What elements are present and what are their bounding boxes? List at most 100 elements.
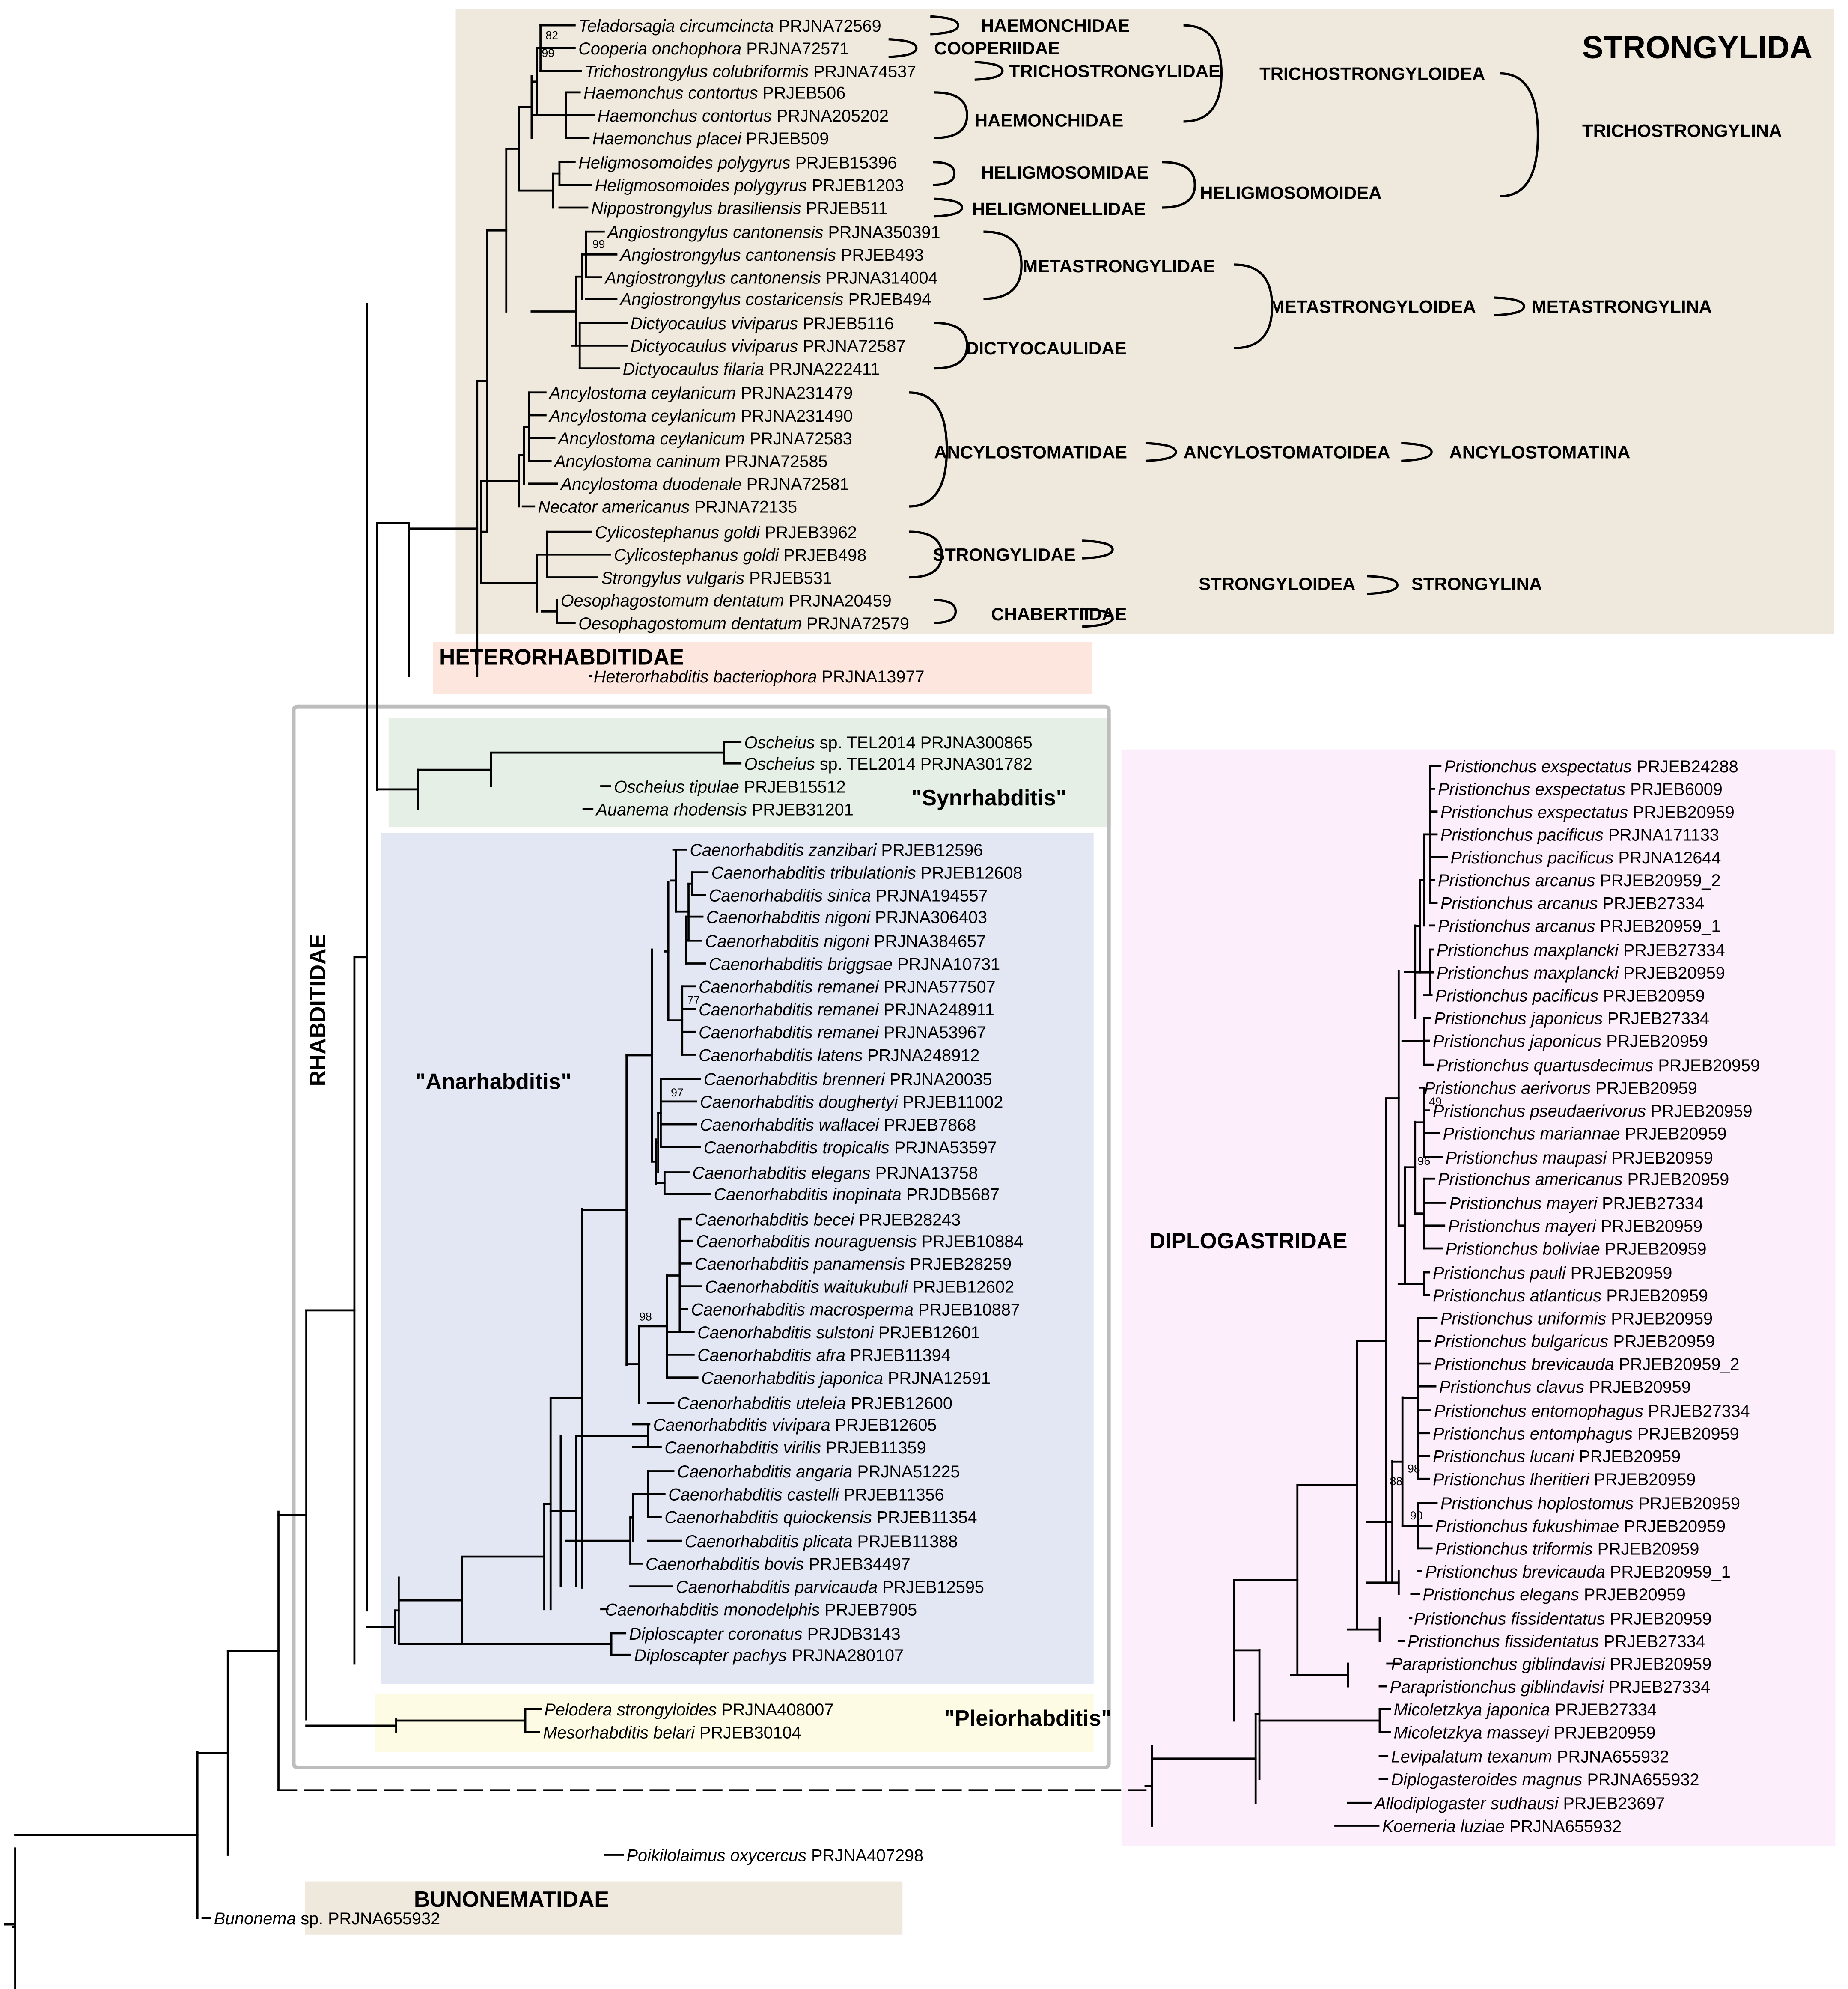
taxon-accession: PRJEB27334: [1604, 1678, 1710, 1697]
taxon-label: Heligmosomoides polygyrus PRJEB15396: [578, 153, 897, 172]
taxon-accession: PRJNA53967: [879, 1023, 986, 1042]
taxon-species: Parapristionchus giblindavisi: [1390, 1678, 1604, 1697]
taxon-species: Pristionchus fissidentatus: [1414, 1609, 1605, 1628]
taxon-species: Dictyocaulus filaria: [623, 360, 764, 378]
taxon-species: Caenorhabditis tribulationis: [711, 863, 916, 882]
taxon-species: Caenorhabditis remanei: [699, 1023, 879, 1042]
taxon-label: Pristionchus fukushimae PRJEB20959: [1435, 1517, 1726, 1536]
taxon-accession: PRJNA10731: [893, 955, 1000, 974]
taxon-accession: PRJEB28243: [854, 1211, 961, 1230]
taxon-label: Dictyocaulus filaria PRJNA222411: [623, 360, 880, 378]
group-label: "Synrhabditis": [911, 785, 1066, 810]
taxon-species: Dictyocaulus viviparus: [631, 314, 798, 333]
taxon-accession: PRJEB15512: [739, 777, 846, 796]
taxon-label: Pristionchus mayeri PRJEB20959: [1448, 1217, 1702, 1236]
taxon-label: Pristionchus atlanticus PRJEB20959: [1433, 1286, 1708, 1305]
taxon-label: Caenorhabditis nigoni PRJNA384657: [705, 932, 986, 951]
taxon-label: Pristionchus japonicus PRJEB27334: [1434, 1009, 1709, 1028]
taxon-accession: PRJEB20959: [1574, 1447, 1681, 1466]
taxon-accession: PRJEB20959: [1605, 1609, 1712, 1628]
taxon-accession: PRJNA72581: [742, 475, 849, 494]
taxon-accession: PRJNA20459: [784, 592, 892, 610]
taxon-label: Caenorhabditis tropicalis PRJNA53597: [704, 1138, 997, 1157]
taxon-accession: PRJNA350391: [823, 223, 940, 242]
taxon-accession: PRJNA12591: [883, 1369, 991, 1388]
taxon-label: Caenorhabditis uteleia PRJEB12600: [677, 1394, 952, 1413]
taxonomy-bracket: [934, 197, 963, 218]
taxon-label: Pristionchus arcanus PRJEB20959_1: [1438, 917, 1720, 936]
taxon-species: Oscheius tipulae: [614, 777, 739, 796]
taxon-label: Poikilolaimus oxycercus PRJNA407298: [627, 1846, 923, 1865]
taxon-label: Pristionchus pseudaerivorus PRJEB20959: [1433, 1102, 1752, 1120]
taxon-species: Diplogasteroides magnus: [1391, 1770, 1583, 1789]
annotation-labels: HAEMONCHIDAECOOPERIIDAETRICHOSTRONGYLIDA…: [305, 15, 1812, 1912]
taxonomy-bracket: [933, 161, 956, 186]
taxon-label: Oesophagostomum dentatum PRJNA72579: [578, 614, 909, 633]
taxon-species: Pristionchus arcanus: [1440, 894, 1598, 913]
taxon-accession: PRJNA408007: [717, 1700, 833, 1719]
taxon-accession: PRJEB20959: [1600, 1240, 1707, 1259]
taxon-species: Caenorhabditis panamensis: [695, 1255, 905, 1274]
taxon-species: Cooperia onchophora: [578, 39, 741, 58]
taxon-accession: PRJNA577507: [879, 978, 996, 997]
taxon-species: Oesophagostomum dentatum: [578, 614, 802, 633]
taxon-label: Haemonchus contortus PRJEB506: [583, 84, 845, 103]
taxon-accession: PRJEB12600: [846, 1394, 952, 1413]
taxon-accession: PRJNA13977: [817, 667, 925, 686]
taxon-accession: PRJEB20959: [1620, 1125, 1727, 1143]
support-value: 90: [1410, 1509, 1423, 1522]
taxon-qualifier: sp. TEL2014: [815, 733, 916, 752]
taxon-label: Teladorsagia circumcincta PRJNA72569: [578, 17, 881, 36]
taxon-species: Caenorhabditis latens: [699, 1046, 863, 1065]
taxon-label: Oscheius tipulae PRJEB15512: [614, 777, 846, 796]
taxon-accession: PRJEB30104: [695, 1723, 801, 1742]
taxon-label: Koerneria luziae PRJNA655932: [1382, 1817, 1622, 1836]
taxon-species: Heligmosomoides polygyrus: [595, 176, 807, 195]
taxon-species: Pristionchus arcanus: [1438, 871, 1595, 890]
tree-branches: [4, 24, 1448, 1989]
taxon-accession: PRJEB27334: [1619, 941, 1725, 960]
taxon-accession: PRJEB493: [836, 246, 924, 265]
taxon-accession: PRJNA72585: [720, 452, 828, 471]
taxon-accession: PRJEB20959: [1646, 1102, 1753, 1120]
taxon-label: Caenorhabditis sulstoni PRJEB12601: [697, 1323, 980, 1342]
taxon-label: Caenorhabditis parvicauda PRJEB12595: [676, 1578, 984, 1596]
taxon-accession: PRJNA222411: [764, 360, 880, 378]
taxon-species: Auanema rhodensis: [595, 801, 747, 819]
taxonomy-bracket: [1234, 263, 1274, 349]
taxonomy-bracket: [1183, 24, 1223, 123]
taxon-label: Pristionchus pacificus PRJNA171133: [1440, 826, 1719, 845]
support-value: 99: [542, 47, 555, 60]
group-label: ANCYLOSTOMATIDAE: [934, 442, 1127, 462]
taxon-accession: PRJEB11002: [898, 1093, 1003, 1112]
taxon-accession: PRJNA314004: [821, 268, 938, 287]
taxon-species: Teladorsagia circumcincta: [578, 17, 774, 36]
rhabditidae-frame: [292, 704, 1111, 1769]
group-label: HELIGMOSOMOIDEA: [1200, 182, 1381, 202]
taxon-label: Micoletzkya masseyi PRJEB20959: [1393, 1723, 1655, 1742]
group-label: HAEMONCHIDAE: [981, 15, 1130, 36]
taxon-accession: PRJEB20959_1: [1595, 917, 1721, 936]
taxon-label: Haemonchus placei PRJEB509: [592, 129, 829, 148]
taxon-label: Pristionchus uniformis PRJEB20959: [1440, 1309, 1713, 1328]
taxon-accession: PRJNA248912: [863, 1046, 979, 1065]
group-label: HELIGMOSOMIDAE: [981, 162, 1149, 182]
taxon-label: Heterorhabditis bacteriophora PRJNA13977: [594, 667, 925, 686]
taxon-accession: PRJEB20959_2: [1595, 871, 1721, 890]
taxon-label: Ancylostoma duodenale PRJNA72581: [560, 475, 849, 494]
taxon-species: Caenorhabditis plicata: [685, 1532, 853, 1551]
taxon-species: Pristionchus hoplostomus: [1440, 1494, 1634, 1513]
taxon-accession: PRJEB6009: [1625, 780, 1723, 799]
taxon-label: Necator americanus PRJNA72135: [538, 498, 797, 517]
group-label: METASTRONGYLINA: [1532, 296, 1712, 316]
taxon-species: Ancylostoma ceylanicum: [548, 407, 736, 426]
taxon-species: Caenorhabditis wallacei: [700, 1116, 880, 1134]
group-label: COOPERIIDAE: [934, 38, 1060, 58]
taxon-species: Caenorhabditis brenneri: [704, 1070, 885, 1089]
taxon-species: Angiostrongylus costaricensis: [619, 290, 844, 309]
taxon-species: Pristionchus maupasi: [1446, 1149, 1607, 1167]
taxon-species: Pristionchus bulgaricus: [1434, 1332, 1608, 1351]
taxon-label: Pristionchus maxplancki PRJEB27334: [1437, 941, 1725, 960]
taxon-accession: PRJNA171133: [1604, 826, 1719, 845]
taxon-label: Dictyocaulus viviparus PRJNA72587: [631, 337, 906, 356]
